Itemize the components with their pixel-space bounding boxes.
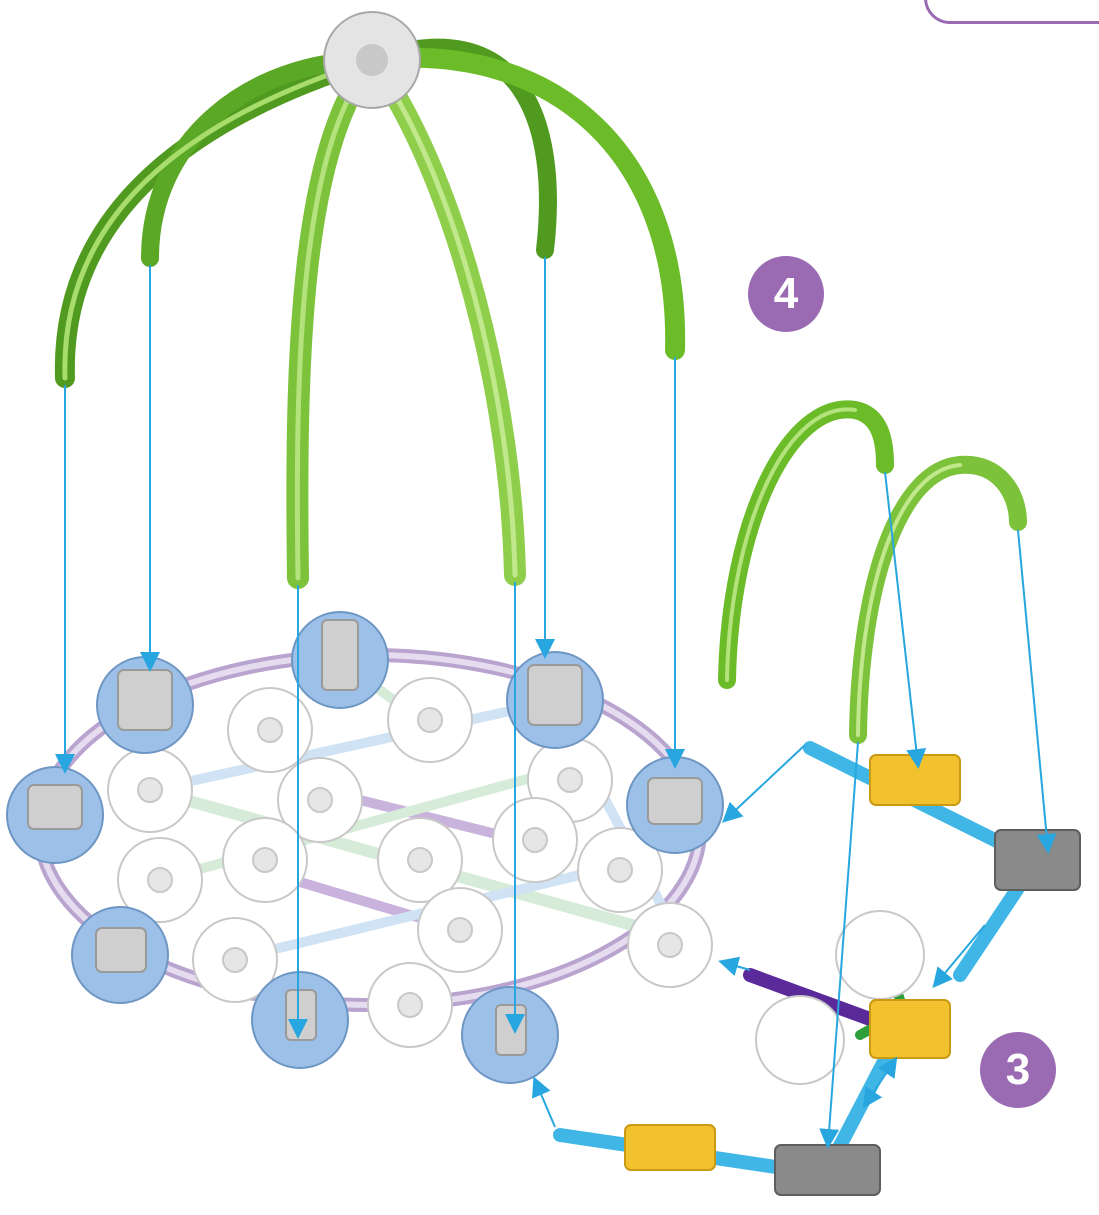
step-3-arches bbox=[727, 409, 1018, 735]
step-3-badge: 3 bbox=[980, 1032, 1056, 1108]
step-4-badge: 4 bbox=[748, 256, 824, 332]
dome-top-connector bbox=[324, 12, 420, 108]
white-connectors bbox=[108, 678, 712, 1047]
dome-rods bbox=[65, 48, 675, 578]
